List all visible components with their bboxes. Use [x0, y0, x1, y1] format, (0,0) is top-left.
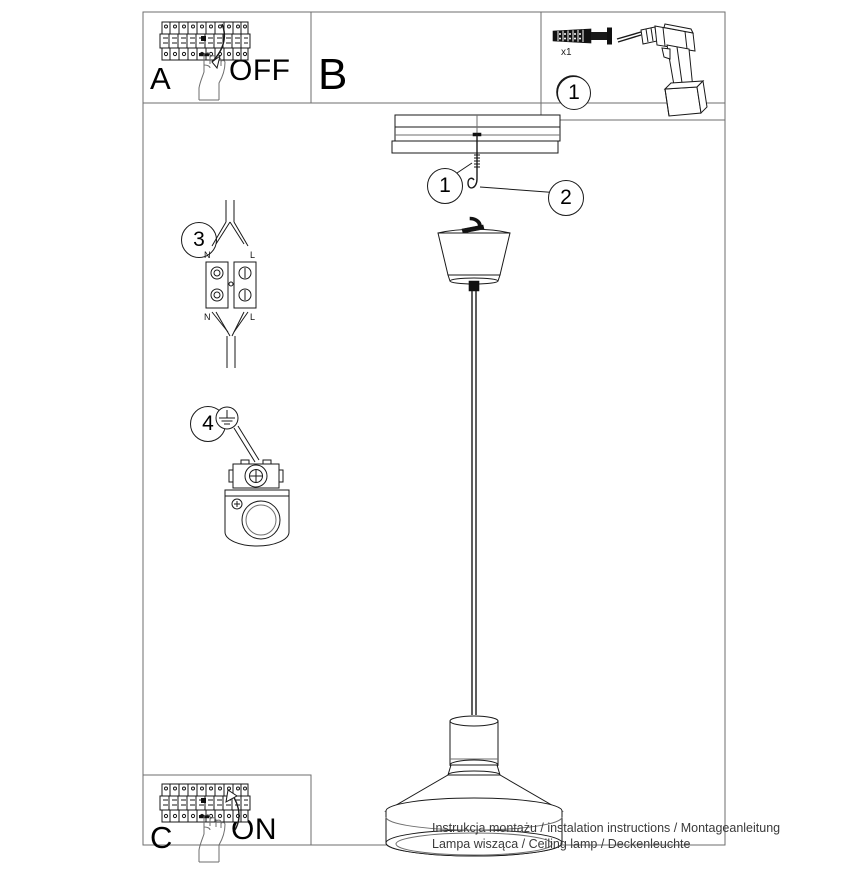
- arrow-up-on-icon: [225, 789, 240, 831]
- pendant-lamp-shade: [384, 715, 564, 857]
- canopy-hook-tip: [461, 216, 485, 234]
- pointing-hand-icon-on: [198, 814, 226, 863]
- circuit-breaker-panel-off: [159, 21, 251, 61]
- caption-line-1: Instrukcja montażu / instalation instruc…: [432, 821, 781, 835]
- earth-terminal-graphic: [215, 406, 290, 547]
- earth-ground-icon: [215, 406, 239, 430]
- panel-a-graphic: [159, 21, 251, 101]
- label-n-top: N: [204, 250, 211, 260]
- arrow-down-off-icon: [211, 23, 226, 70]
- screw-hook-icon: [467, 132, 482, 189]
- panel-c-letter: C: [150, 820, 173, 855]
- panel-b-letter: B: [318, 50, 348, 99]
- panel-c-graphic: [159, 783, 251, 863]
- ceiling-canopy: [437, 228, 511, 285]
- lamp-assembly-graphic: [384, 216, 564, 857]
- parts-panel-graphic: [552, 23, 708, 117]
- callout-1-parts: 1: [557, 76, 591, 110]
- terminal-block-graphic: N L N L: [204, 200, 257, 368]
- incoming-cable: [211, 200, 249, 247]
- callout-1-ceiling: 1: [427, 168, 463, 204]
- lamp-cable: [211, 311, 249, 368]
- label-n-bottom: N: [204, 312, 211, 322]
- label-l-bottom: L: [250, 312, 255, 322]
- label-l-top: L: [250, 250, 255, 260]
- terminal-block-pair: [205, 261, 257, 309]
- callout-3-wiring: 3: [181, 222, 217, 258]
- earth-screw-terminal: [228, 459, 284, 489]
- lamp-socket-body: [224, 489, 290, 547]
- part-quantity-label: x1: [561, 47, 572, 58]
- caption-line-2: Lampa wisząca / Ceiling lamp / Deckenleu…: [432, 837, 691, 851]
- ceiling-assembly-graphic: [391, 114, 561, 194]
- cordless-drill-icon: [616, 23, 708, 117]
- wall-plug-with-screw-icon: [552, 27, 612, 45]
- callout-2-hook: 2: [548, 180, 584, 216]
- panel-a-letter: A: [150, 61, 171, 96]
- leader-line-callout-2: [479, 186, 561, 194]
